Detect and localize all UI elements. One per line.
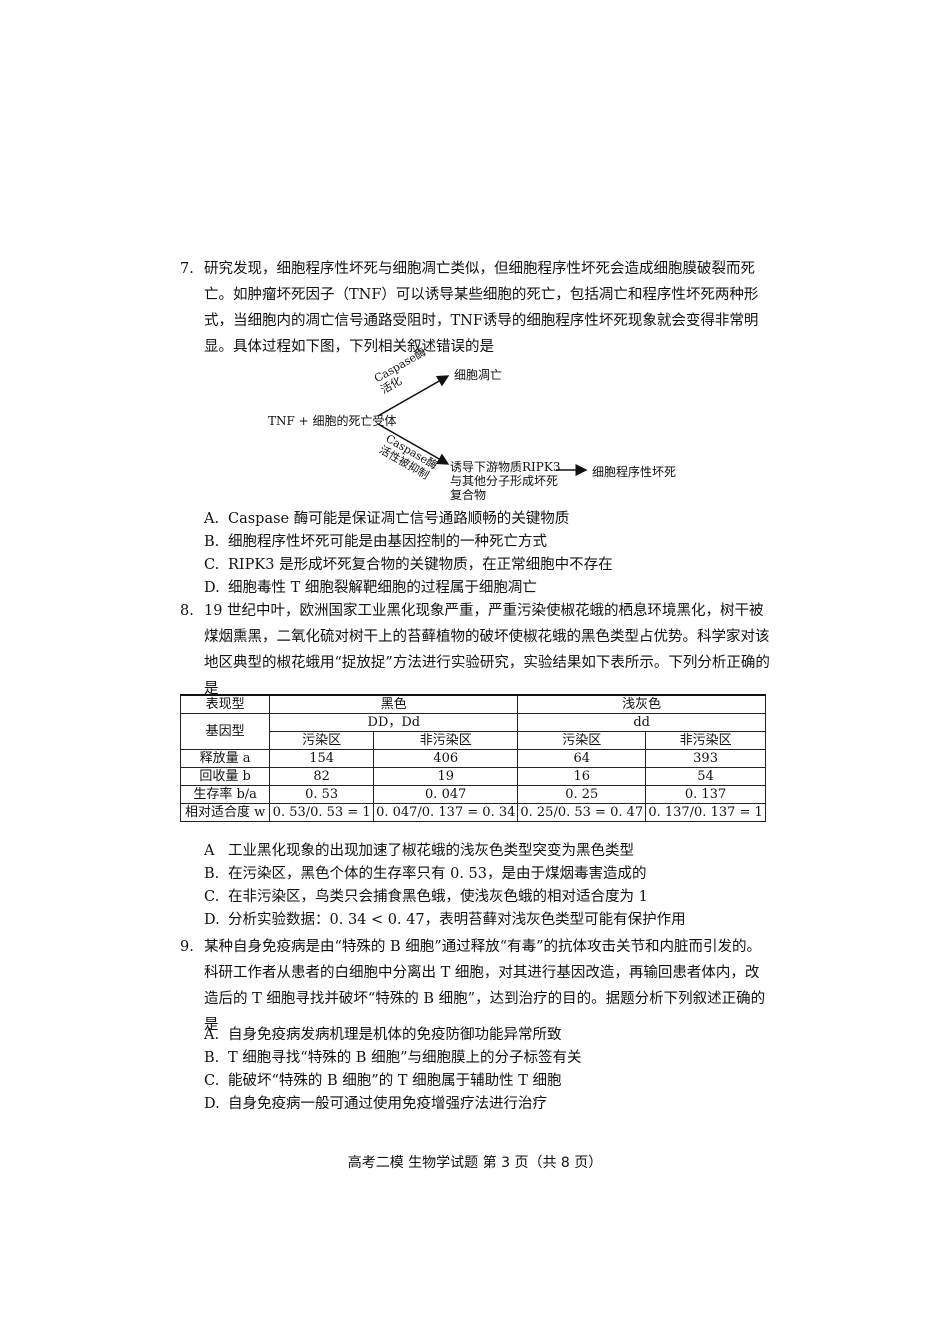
option-letter: C.: [204, 889, 220, 905]
table-row: 相对适合度 w 0. 53/0. 53 = 1 0. 047/0. 137 = …: [179, 803, 766, 822]
option-text: 在非污染区，鸟类只会捕食黑色蛾，使浅灰色蛾的相对适合度为 1: [228, 889, 648, 905]
option-letter: D.: [204, 912, 220, 928]
table-cell: 表现型: [179, 694, 271, 714]
table-row: 回收量 b 82 19 16 54: [179, 767, 766, 786]
option-d: D. 分析实验数据：0. 34 < 0. 47，表明苔藓对浅灰色类型可能有保护作用: [180, 909, 770, 932]
option-text: 自身免疫病一般可通过使用免疫增强疗法进行治疗: [228, 1096, 547, 1112]
option-a: A. 自身免疫病发病机理是机体的免疫防御功能异常所致: [180, 1024, 770, 1047]
question-number: 9.: [180, 939, 194, 955]
option-letter: A: [204, 843, 215, 859]
question-number: 7.: [180, 261, 194, 277]
option-text: 自身免疫病发病机理是机体的免疫防御功能异常所致: [228, 1027, 562, 1043]
question-stem: 19 世纪中叶，欧洲国家工业黑化现象严重，严重污染使椒花蛾的栖息环境黑化，树干被…: [204, 603, 770, 697]
table-row: 表现型 黑色 浅灰色: [179, 694, 766, 714]
diagram-lower-mid: 诱导下游物质RIPK3 与其他分子形成坏死 复合物: [450, 460, 560, 502]
table-cell: 污染区: [517, 731, 647, 750]
question-9: 9. 某种自身免疫病是由“特殊的 B 细胞”通过释放“有毒”的抗体攻击关节和内脏而…: [180, 934, 770, 1038]
question-8: 8. 19 世纪中叶，欧洲国家工业黑化现象严重，严重污染使椒花蛾的栖息环境黑化，树…: [180, 598, 770, 702]
option-a: A. Caspase 酶可能是保证凋亡信号通路顺畅的关键物质: [180, 508, 770, 531]
option-text: 能破坏“特殊的 B 细胞”的 T 细胞属于辅助性 T 细胞: [228, 1073, 562, 1089]
table-cell: 0. 53: [269, 785, 375, 804]
table-cell: 406: [373, 749, 519, 768]
option-letter: A.: [204, 1027, 220, 1043]
table-row: 基因型 DD，Dd dd: [179, 713, 766, 750]
table-cell: 16: [517, 767, 647, 786]
table-cell: 回收量 b: [179, 767, 271, 786]
option-b: B. 在污染区，黑色个体的生存率只有 0. 53，是由于煤烟毒害造成的: [180, 863, 770, 886]
table-cell: 0. 137: [645, 785, 766, 804]
arrow-to-apoptosis: [377, 375, 450, 417]
option-letter: D.: [204, 580, 220, 596]
table-cell: 54: [645, 767, 766, 786]
option-text: 细胞毒性 T 细胞裂解靶细胞的过程属于细胞凋亡: [228, 580, 537, 596]
table-cell: dd: [517, 713, 766, 732]
diagram-lower-mid-2: 与其他分子形成坏死: [450, 474, 559, 488]
table-cell: 基因型: [179, 713, 271, 750]
table-cell: 黑色: [269, 694, 519, 714]
table-cell: 相对适合度 w: [179, 803, 271, 822]
table-cell: 生存率 b/a: [179, 785, 271, 804]
table-cell: 非污染区: [373, 731, 519, 750]
option-letter: D.: [204, 1096, 220, 1112]
diagram-lower-mid-1: 诱导下游物质RIPK3: [450, 460, 561, 474]
table-cell: 0. 25/0. 53 = 0. 47: [517, 803, 647, 822]
option-text: 细胞程序性坏死可能是由基因控制的一种死亡方式: [228, 534, 547, 550]
table-cell: 64: [517, 749, 647, 768]
moth-data-table: 表现型 黑色 浅灰色 基因型 DD，Dd dd 污染区 非污染区 污染区 非污染…: [179, 694, 766, 822]
diagram-source: TNF + 细胞的死亡受体: [268, 414, 397, 428]
option-letter: A.: [204, 511, 220, 527]
table-row: 释放量 a 154 406 64 393: [179, 749, 766, 768]
question-number: 8.: [180, 603, 194, 619]
page-footer: 高考二模 生物学试题 第 3 页（共 8 页）: [347, 1155, 603, 1171]
table-cell: 释放量 a: [179, 749, 271, 768]
table-row: 污染区 非污染区 污染区 非污染区: [181, 731, 766, 750]
option-text: Caspase 酶可能是保证凋亡信号通路顺畅的关键物质: [228, 511, 570, 527]
option-letter: C.: [204, 557, 220, 573]
option-letter: C.: [204, 1073, 220, 1089]
option-d: D. 自身免疫病一般可通过使用免疫增强疗法进行治疗: [180, 1093, 770, 1116]
question-7-options: A. Caspase 酶可能是保证凋亡信号通路顺畅的关键物质 B. 细胞程序性坏死可…: [180, 508, 770, 600]
question-stem: 研究发现，细胞程序性坏死与细胞凋亡类似，但细胞程序性坏死会造成细胞膜破裂而死亡。…: [204, 261, 759, 355]
table-cell: 0. 53/0. 53 = 1: [269, 803, 375, 822]
diagram-lower-target: 细胞程序性坏死: [592, 465, 677, 479]
option-letter: B.: [204, 534, 220, 550]
option-text: 在污染区，黑色个体的生存率只有 0. 53，是由于煤烟毒害造成的: [228, 866, 647, 882]
option-text: 分析实验数据：0. 34 < 0. 47，表明苔藓对浅灰色类型可能有保护作用: [228, 912, 686, 928]
option-letter: B.: [204, 1050, 220, 1066]
table-cell: 0. 047/0. 137 = 0. 34: [373, 803, 519, 822]
option-text: T 细胞寻找“特殊的 B 细胞”与细胞膜上的分子标签有关: [228, 1050, 582, 1066]
table-cell: 非污染区: [645, 731, 766, 750]
option-letter: B.: [204, 866, 220, 882]
table-cell: 19: [373, 767, 519, 786]
question-9-options: A. 自身免疫病发病机理是机体的免疫防御功能异常所致 B. T 细胞寻找“特殊的 B…: [180, 1024, 770, 1116]
diagram-arrows: [377, 375, 588, 476]
option-a: A 工业黑化现象的出现加速了椒花蛾的浅灰色类型突变为黑色类型: [180, 840, 770, 863]
option-c: C. RIPK3 是形成坏死复合物的关键物质，在正常细胞中不存在: [180, 554, 770, 577]
table-cell: 154: [269, 749, 375, 768]
table-cell: 0. 25: [517, 785, 647, 804]
option-b: B. 细胞程序性坏死可能是由基因控制的一种死亡方式: [180, 531, 770, 554]
table-cell: 393: [645, 749, 766, 768]
table-cell: 污染区: [269, 731, 375, 750]
question-stem: 某种自身免疫病是由“特殊的 B 细胞”通过释放“有毒”的抗体攻击关节和内脏而引发…: [204, 939, 766, 1033]
table-cell: DD，Dd: [269, 713, 519, 732]
option-d: D. 细胞毒性 T 细胞裂解靶细胞的过程属于细胞凋亡: [180, 577, 770, 600]
option-b: B. T 细胞寻找“特殊的 B 细胞”与细胞膜上的分子标签有关: [180, 1047, 770, 1070]
option-c: C. 能破坏“特殊的 B 细胞”的 T 细胞属于辅助性 T 细胞: [180, 1070, 770, 1093]
arrow-to-ripk3: [377, 423, 450, 465]
option-c: C. 在非污染区，鸟类只会捕食黑色蛾，使浅灰色蛾的相对适合度为 1: [180, 886, 770, 909]
diagram-upper-target: 细胞凋亡: [454, 368, 503, 382]
option-text: RIPK3 是形成坏死复合物的关键物质，在正常细胞中不存在: [228, 557, 613, 573]
option-text: 工业黑化现象的出现加速了椒花蛾的浅灰色类型突变为黑色类型: [228, 843, 634, 859]
diagram-lower-mid-3: 复合物: [450, 488, 487, 502]
table-row: 生存率 b/a 0. 53 0. 047 0. 25 0. 137: [179, 785, 766, 804]
question-7: 7. 研究发现，细胞程序性坏死与细胞凋亡类似，但细胞程序性坏死会造成细胞膜破裂而死…: [180, 256, 770, 360]
table-cell: 82: [269, 767, 375, 786]
table-cell: 浅灰色: [517, 694, 766, 714]
tnf-pathway-diagram: TNF + 细胞的死亡受体 Caspase酶活化 细胞凋亡 Caspase酶活性…: [260, 345, 720, 510]
question-8-options: A 工业黑化现象的出现加速了椒花蛾的浅灰色类型突变为黑色类型 B. 在污染区，黑色个…: [180, 840, 770, 932]
table-cell: 0. 047: [373, 785, 519, 804]
table-cell: 0. 137/0. 137 = 1: [645, 803, 766, 822]
